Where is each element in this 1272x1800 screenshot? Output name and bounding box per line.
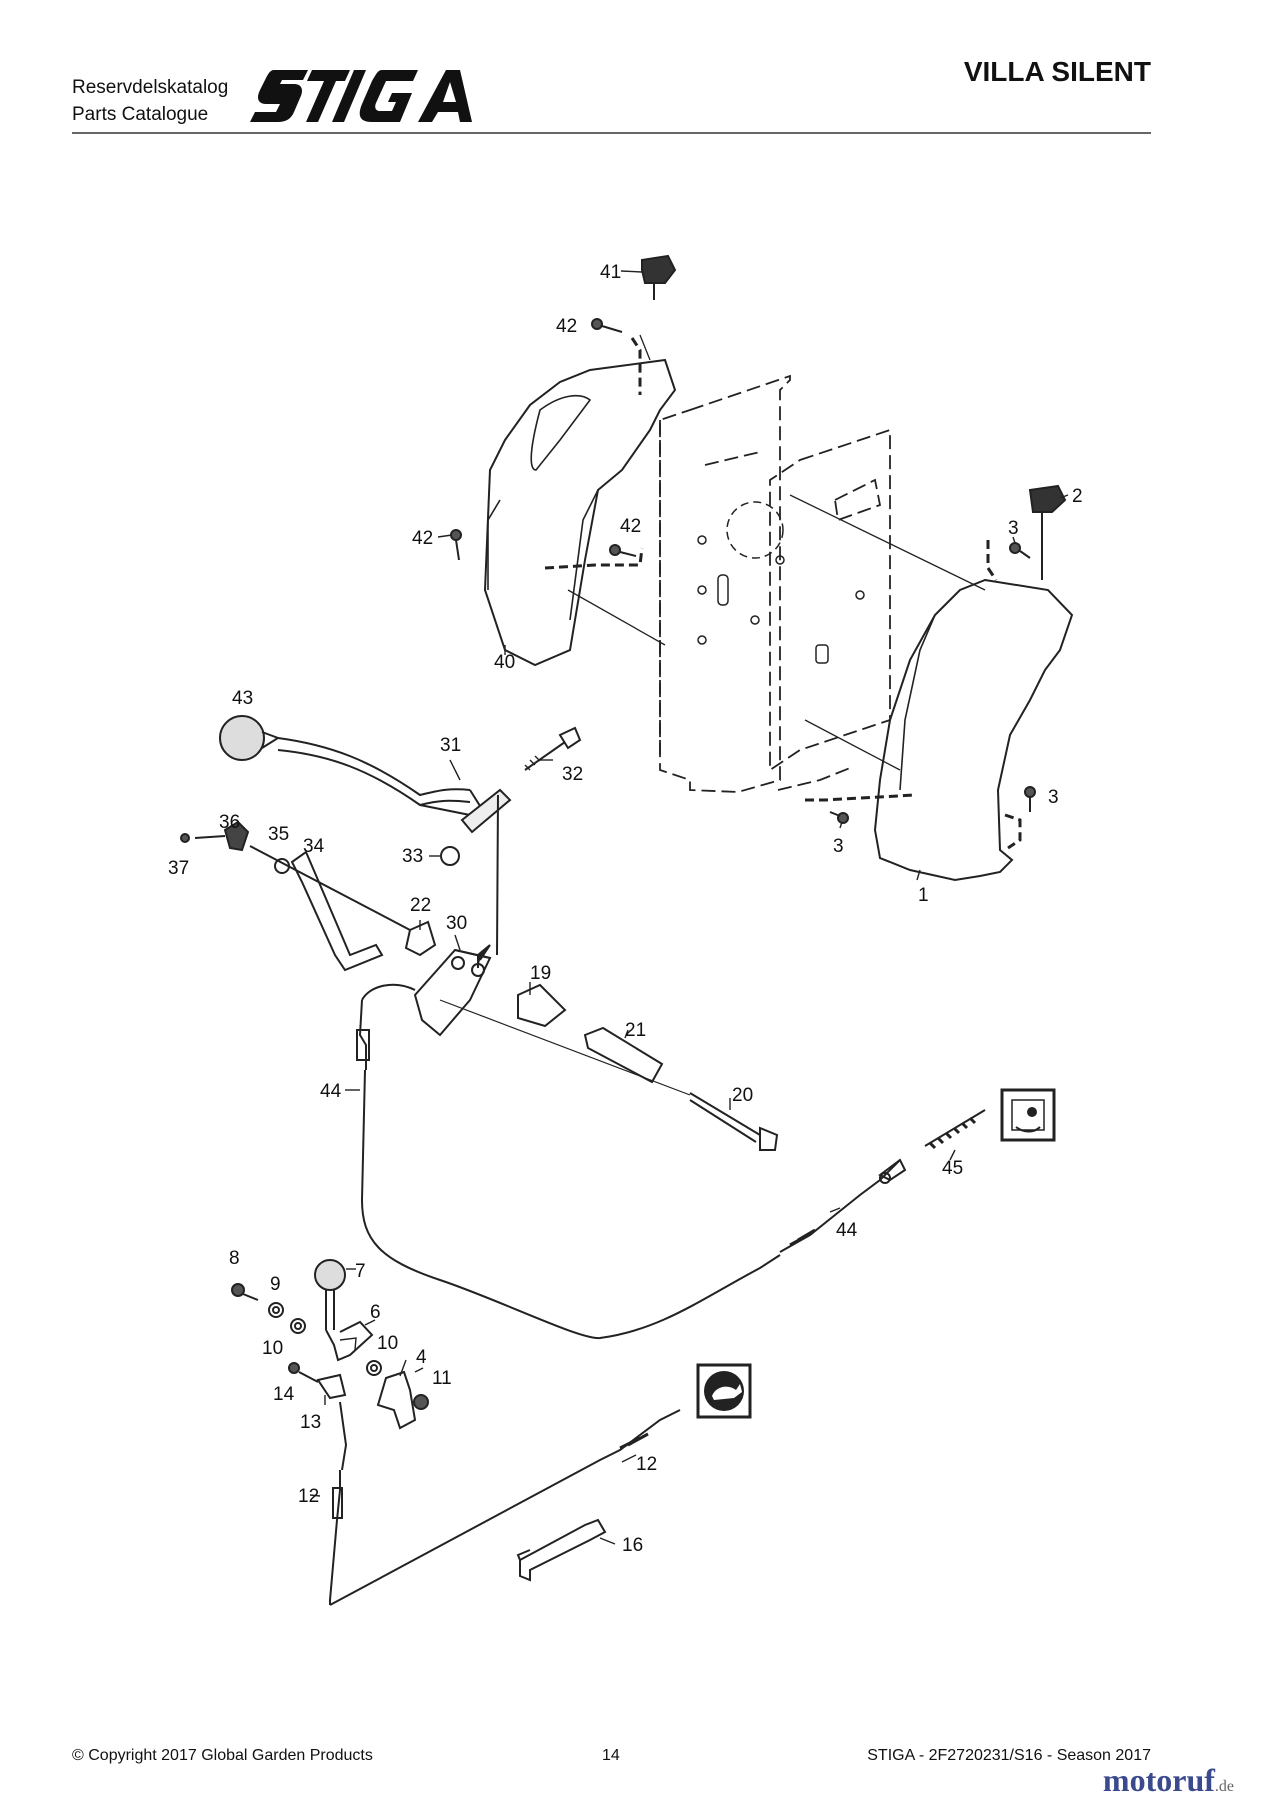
part-label: 11: [432, 1368, 452, 1389]
part-label: 22: [410, 895, 431, 916]
part-20-bolt: [439, 999, 779, 1151]
part-label: 4: [416, 1347, 427, 1368]
part-41-knob: [641, 254, 677, 300]
part-40-left-cover: [483, 358, 677, 667]
part-label: 41: [600, 262, 621, 283]
watermark-name: motoruf: [1102, 1762, 1215, 1798]
throttle-assembly: [231, 1259, 429, 1471]
throttle-hare-symbol-icon: [696, 1363, 752, 1419]
part-label: 13: [300, 1412, 321, 1433]
part-label: 1: [918, 885, 929, 906]
part-label: 40: [494, 652, 515, 673]
choke-symbol-icon: [1000, 1088, 1056, 1142]
part-label: 8: [229, 1248, 240, 1269]
part-label: 33: [402, 846, 423, 867]
part-label: 43: [232, 688, 253, 709]
part-label: 30: [446, 913, 467, 934]
part-label: 10: [377, 1333, 398, 1354]
part-label: 35: [268, 824, 289, 845]
part-label: 42: [412, 528, 433, 549]
part-label: 42: [620, 516, 641, 537]
part-label: 12: [636, 1454, 657, 1475]
assembly-lines: [567, 334, 986, 771]
copyright: © Copyright 2017 Global Garden Products: [72, 1747, 373, 1764]
part-number-labels: 1 2 3 3 3 4 6 7 8 9 10 10 11 12 12 13 14…: [168, 262, 1083, 1556]
part-31-lever: [219, 715, 482, 817]
part-2-knob: [1028, 484, 1067, 580]
stiga-logo: [250, 70, 472, 122]
part-33-spacer: [440, 788, 512, 956]
part-34-bracket: [290, 850, 384, 972]
part-label: 36: [219, 812, 240, 833]
part-label: 14: [273, 1384, 295, 1405]
part-16-bracket: [516, 1518, 607, 1582]
part-label: 3: [1008, 518, 1019, 539]
part-label: 3: [1048, 787, 1059, 808]
frame-holes: [697, 501, 865, 664]
document-reference: STIGA - 2F2720231/S16 - Season 2017: [867, 1747, 1151, 1764]
part-label: 21: [625, 1020, 646, 1041]
part-label: 7: [355, 1261, 366, 1282]
part-label: 9: [270, 1274, 281, 1295]
watermark-tld: .de: [1214, 1778, 1234, 1795]
part-label: 45: [942, 1158, 963, 1179]
part-label: 44: [836, 1220, 858, 1241]
part-30-plate: [413, 944, 492, 1037]
page-number: 14: [602, 1747, 620, 1764]
dashed-fastener-paths: [544, 337, 1022, 850]
part-label: 34: [303, 836, 325, 857]
label-leaders: [309, 270, 1069, 1545]
catalog-title-en: Parts Catalogue: [72, 104, 209, 125]
header-rule: [72, 132, 1151, 134]
part-label: 31: [440, 735, 461, 756]
part-label: 37: [168, 858, 189, 879]
watermark: motoruf.de: [1103, 1762, 1234, 1799]
part-label: 12: [298, 1486, 319, 1507]
part-label: 2: [1072, 486, 1083, 507]
part-22-bushing: [404, 920, 437, 957]
part-19-pin: [517, 983, 567, 1028]
part-label: 32: [562, 764, 583, 785]
part-12-cable: [329, 1409, 681, 1606]
part-label: 10: [262, 1338, 283, 1359]
part-label: 20: [732, 1085, 753, 1106]
part-label: 6: [370, 1302, 381, 1323]
part-label: 19: [530, 963, 551, 984]
part-label: 44: [320, 1081, 342, 1102]
part-36-switch: [180, 820, 411, 931]
part-label: 3: [833, 836, 844, 857]
part-32-bolt: [524, 726, 582, 771]
part-label: 16: [622, 1535, 643, 1556]
frame-plates: [659, 374, 891, 793]
model-title: VILLA SILENT: [963, 56, 1151, 87]
catalog-title-sv: Reservdelskatalog: [72, 77, 229, 98]
part-1-right-cover: [873, 578, 1074, 882]
part-45-spring: [878, 1109, 986, 1184]
part-label: 42: [556, 316, 577, 337]
catalog-title: Reservdelskatalog Parts Catalogue: [72, 74, 228, 128]
part-21-sleeve: [583, 1026, 664, 1084]
